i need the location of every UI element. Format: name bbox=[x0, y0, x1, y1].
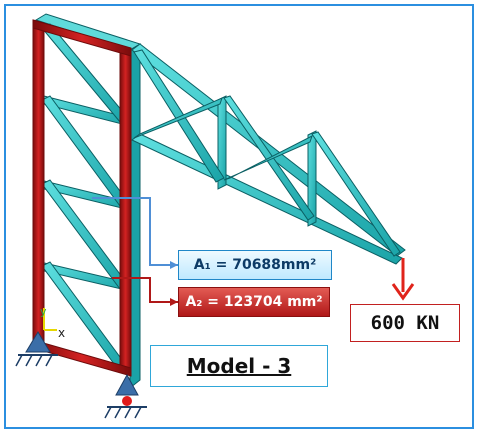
model-title: Model - 3 bbox=[150, 345, 328, 387]
area-1-label: A₁ = 70688mm² bbox=[178, 250, 332, 280]
load-arrow bbox=[391, 258, 415, 301]
leader-line-a2 bbox=[112, 277, 178, 303]
area-2-label: A₂ = 123704 mm² bbox=[178, 287, 330, 317]
cantilever-truss bbox=[131, 43, 406, 265]
axis-triad: y x bbox=[40, 305, 65, 340]
area-1-text: A₁ = 70688mm² bbox=[193, 257, 317, 273]
area-2-text: A₂ = 123704 mm² bbox=[185, 294, 323, 310]
load-label: 600 KN bbox=[350, 304, 460, 342]
load-text: 600 KN bbox=[370, 312, 440, 334]
leader-arrowhead-a1 bbox=[170, 261, 178, 269]
axis-label-y: y bbox=[40, 305, 47, 318]
left-support bbox=[15, 331, 58, 367]
diagram-border bbox=[4, 4, 474, 429]
leader-line-a1 bbox=[92, 197, 178, 266]
right-support bbox=[104, 373, 147, 419]
leader-arrowhead-a2 bbox=[170, 298, 178, 306]
model-text: Model - 3 bbox=[186, 354, 292, 378]
red-frame bbox=[32, 19, 132, 377]
axis-label-x: x bbox=[58, 326, 65, 340]
